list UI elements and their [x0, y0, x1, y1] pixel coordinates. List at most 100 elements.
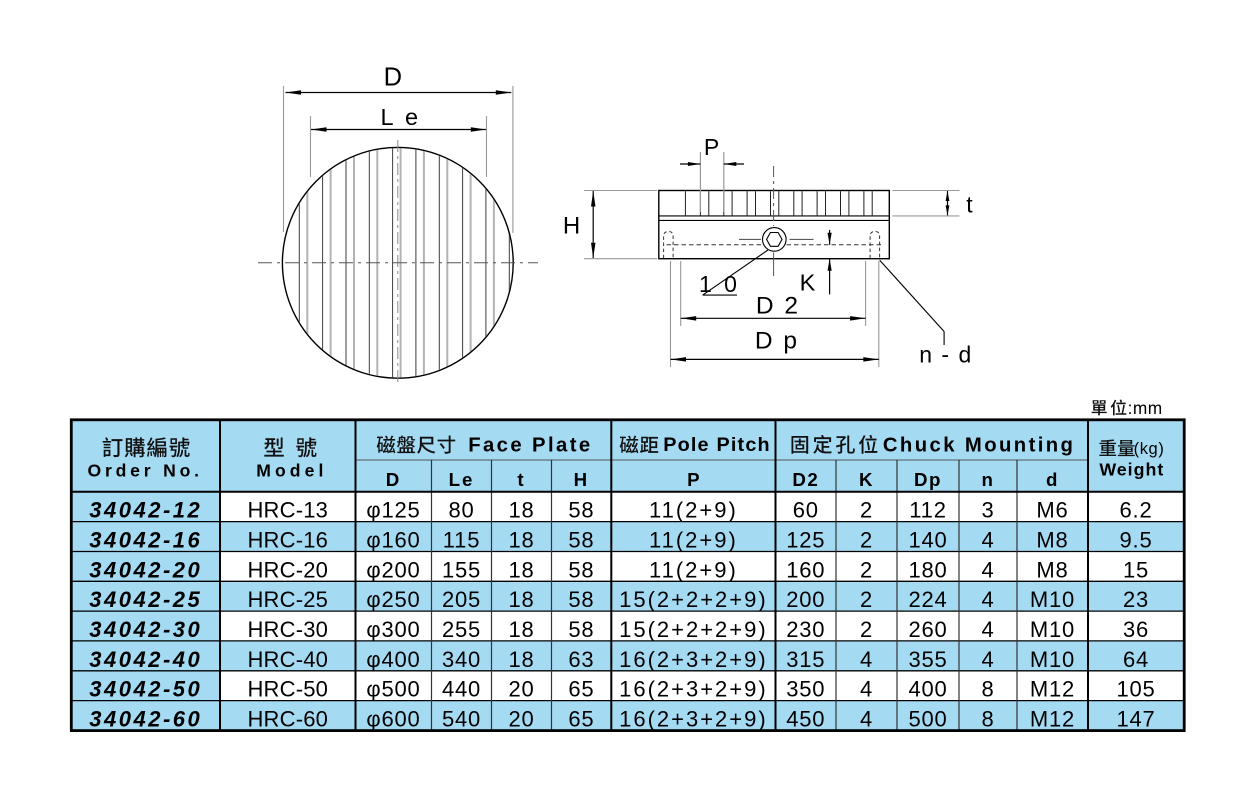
svg-text:58: 58 — [568, 617, 594, 642]
svg-text:500: 500 — [908, 707, 947, 732]
svg-text:34042-16: 34042-16 — [89, 528, 202, 553]
svg-text:34042-40: 34042-40 — [89, 647, 202, 672]
svg-text:M8: M8 — [1036, 528, 1068, 553]
svg-text:Dp: Dp — [914, 469, 942, 490]
svg-text:φ400: φ400 — [366, 647, 420, 672]
svg-text:K: K — [859, 469, 874, 490]
svg-text:2: 2 — [860, 617, 873, 642]
svg-text:D2: D2 — [792, 469, 819, 490]
svg-text:11(2+9): 11(2+9) — [649, 557, 738, 582]
svg-text:HRC-30: HRC-30 — [247, 617, 328, 642]
svg-text:(kg): (kg) — [1134, 440, 1165, 458]
svg-text:58: 58 — [568, 528, 594, 553]
svg-text:d: d — [1046, 469, 1059, 490]
svg-text:112: 112 — [909, 498, 946, 523]
svg-text:63: 63 — [568, 647, 594, 672]
svg-text:n: n — [982, 469, 995, 490]
svg-text:Order No.: Order No. — [88, 461, 203, 481]
svg-text:Le: Le — [449, 469, 475, 490]
svg-text:34042-60: 34042-60 — [89, 707, 202, 732]
svg-text:58: 58 — [568, 587, 594, 612]
svg-text:Weight: Weight — [1099, 460, 1164, 480]
svg-text:Chuck Mounting: Chuck Mounting — [883, 434, 1075, 456]
svg-text:8: 8 — [981, 677, 994, 702]
svg-text:M10: M10 — [1030, 617, 1075, 642]
svg-text:D 2: D 2 — [756, 292, 800, 319]
svg-text:2: 2 — [860, 587, 873, 612]
svg-text:2: 2 — [860, 557, 873, 582]
svg-text:HRC-40: HRC-40 — [247, 647, 328, 672]
svg-text:M10: M10 — [1030, 587, 1075, 612]
svg-text::mm: :mm — [1128, 398, 1163, 418]
svg-text:440: 440 — [442, 677, 481, 702]
svg-text:315: 315 — [786, 647, 825, 672]
svg-text:t: t — [966, 192, 973, 218]
svg-text:HRC-13: HRC-13 — [247, 498, 328, 523]
svg-text:φ125: φ125 — [366, 498, 420, 523]
svg-text:200: 200 — [786, 587, 825, 612]
svg-text:64: 64 — [1123, 647, 1149, 672]
svg-text:34042-25: 34042-25 — [89, 587, 202, 612]
svg-text:115: 115 — [443, 528, 480, 553]
svg-text:260: 260 — [908, 617, 947, 642]
svg-text:HRC-16: HRC-16 — [247, 528, 328, 553]
svg-text:224: 224 — [908, 587, 947, 612]
svg-text:H: H — [574, 469, 590, 490]
svg-text:M12: M12 — [1030, 707, 1075, 732]
svg-text:340: 340 — [442, 647, 481, 672]
svg-text:400: 400 — [908, 677, 947, 702]
svg-text:Face Plate: Face Plate — [468, 434, 592, 456]
svg-text:34042-30: 34042-30 — [89, 617, 202, 642]
svg-text:155: 155 — [442, 557, 481, 582]
svg-text:23: 23 — [1123, 587, 1149, 612]
svg-text:34042-20: 34042-20 — [89, 557, 202, 582]
svg-text:e: e — [405, 104, 418, 130]
svg-text:P: P — [704, 134, 719, 160]
svg-text:18: 18 — [508, 617, 534, 642]
svg-text:M6: M6 — [1036, 498, 1068, 523]
svg-text:4: 4 — [981, 528, 994, 553]
svg-text:180: 180 — [908, 557, 947, 582]
svg-text:80: 80 — [448, 498, 474, 523]
svg-text:65: 65 — [568, 707, 594, 732]
svg-text:n - d: n - d — [919, 341, 973, 367]
svg-text:18: 18 — [508, 587, 534, 612]
svg-text:D: D — [386, 469, 402, 490]
svg-text:L: L — [380, 104, 393, 130]
svg-text:355: 355 — [908, 647, 947, 672]
svg-text:HRC-50: HRC-50 — [247, 677, 328, 702]
svg-text:Model: Model — [256, 461, 327, 481]
svg-text:4: 4 — [981, 617, 994, 642]
svg-text:18: 18 — [508, 557, 534, 582]
svg-text:9.5: 9.5 — [1120, 528, 1153, 553]
svg-text:6.2: 6.2 — [1120, 498, 1153, 523]
svg-text:65: 65 — [568, 677, 594, 702]
svg-text:4: 4 — [860, 647, 873, 672]
svg-text:11(2+9): 11(2+9) — [649, 498, 738, 523]
svg-text:HRC-25: HRC-25 — [247, 587, 328, 612]
svg-text:160: 160 — [786, 557, 825, 582]
svg-text:230: 230 — [786, 617, 825, 642]
svg-text:M8: M8 — [1036, 557, 1068, 582]
svg-text:140: 140 — [908, 528, 947, 553]
svg-text:147: 147 — [1116, 707, 1155, 732]
svg-text:φ600: φ600 — [366, 707, 420, 732]
svg-text:16(2+3+2+9): 16(2+3+2+9) — [619, 707, 768, 732]
svg-text:18: 18 — [508, 528, 534, 553]
svg-text:φ160: φ160 — [366, 528, 420, 553]
svg-text:φ300: φ300 — [366, 617, 420, 642]
svg-text:105: 105 — [1116, 677, 1155, 702]
svg-text:16(2+3+2+9): 16(2+3+2+9) — [619, 647, 768, 672]
svg-text:HRC-60: HRC-60 — [247, 707, 328, 732]
svg-text:4: 4 — [860, 677, 873, 702]
svg-text:18: 18 — [508, 647, 534, 672]
svg-text:34042-50: 34042-50 — [89, 677, 202, 702]
svg-text:125: 125 — [786, 528, 825, 553]
svg-text:255: 255 — [442, 617, 481, 642]
svg-text:2: 2 — [860, 498, 873, 523]
svg-text:HRC-20: HRC-20 — [247, 557, 328, 582]
svg-text:15: 15 — [1123, 557, 1149, 582]
svg-text:φ500: φ500 — [366, 677, 420, 702]
svg-text:34042-12: 34042-12 — [89, 498, 202, 523]
svg-text:K: K — [800, 270, 816, 296]
